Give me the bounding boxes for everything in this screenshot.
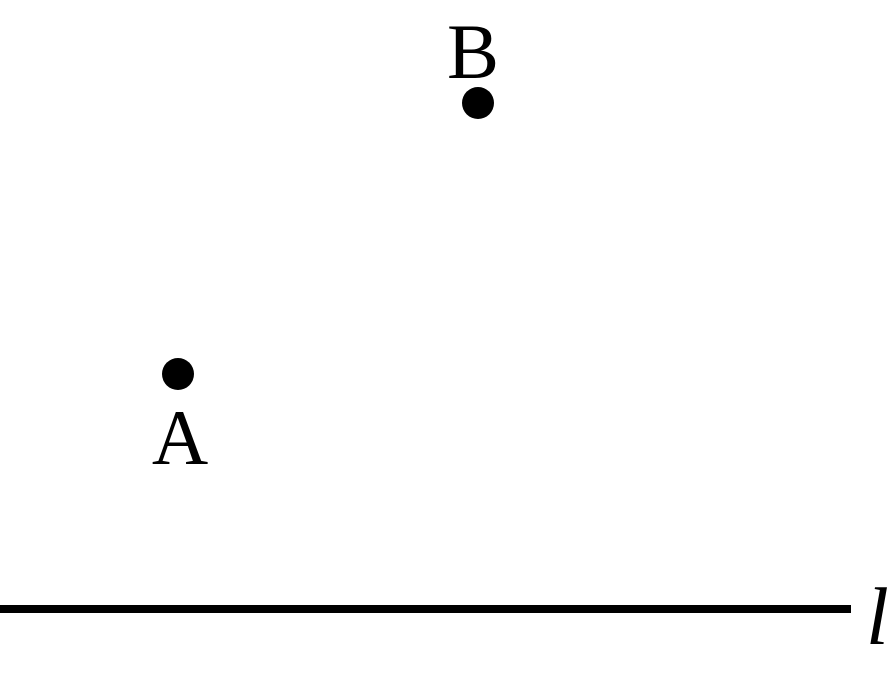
point-b: B — [447, 8, 499, 119]
line-l-label: l — [866, 571, 889, 662]
line-l: l — [0, 571, 889, 662]
point-a-label: A — [152, 394, 208, 481]
point-a-dot — [162, 358, 194, 390]
point-b-label: B — [447, 8, 499, 95]
point-b-dot — [462, 87, 494, 119]
point-a: A — [152, 358, 208, 481]
